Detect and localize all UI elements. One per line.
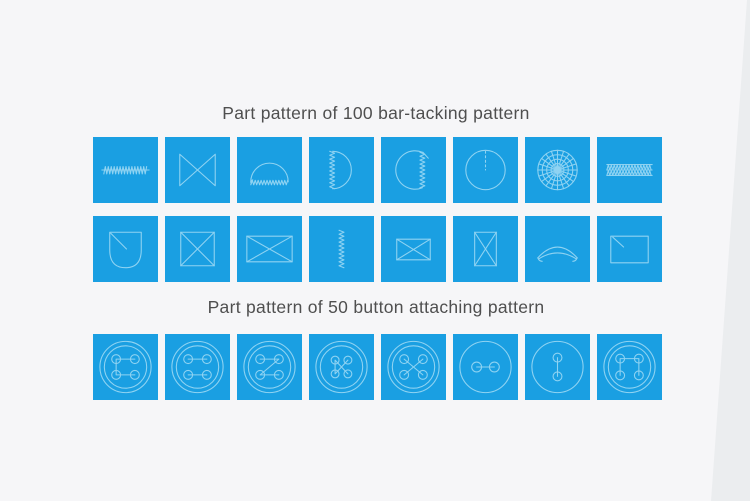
pattern-tile-tall-rectangle-cross[interactable] [453,216,518,282]
small-rectangle-cross-icon [396,238,431,261]
button-parallel-stitch-icon [171,340,224,394]
button-attaching-section-title: Part pattern of 50 button attaching patt… [207,297,545,317]
bartack-vertical-icon [338,229,345,269]
pattern-tile-bartack-horizontal[interactable] [93,137,158,203]
spiderweb-stitch-icon [537,149,578,191]
bar-tacking-tile-row-1 [93,137,662,203]
button-u-stitch-icon [603,340,656,394]
pattern-tile-button-cross-narrow-stitch[interactable] [309,334,374,400]
button-2hole-vertical-icon [531,340,584,394]
pattern-tile-button-u-stitch[interactable] [597,334,662,400]
semicircle-bartack-icon [250,162,289,186]
pattern-tile-open-circle-right-bartack[interactable] [381,137,446,203]
pattern-tile-semicircle-bartack[interactable] [237,137,302,203]
pattern-tile-circle-dashed-radius[interactable] [453,137,518,203]
button-2hole-horizontal-icon [459,340,512,394]
button-attaching-tile-row [93,334,662,400]
pattern-tile-button-square-stitch[interactable] [93,334,158,400]
button-z-stitch-icon [243,340,296,394]
rectangle-corner-mark-icon [610,235,649,264]
tall-rectangle-cross-icon [474,231,497,267]
pattern-tile-crescent-stitch[interactable] [525,216,590,282]
circle-dashed-radius-icon [465,149,506,191]
half-circle-left-bartack-icon [329,150,352,190]
pattern-tile-small-rectangle-cross[interactable] [381,216,446,282]
pattern-tile-button-2hole-horizontal[interactable] [453,334,518,400]
pattern-tile-pocket-outline[interactable] [93,216,158,282]
bar-tacking-section-title: Part pattern of 100 bar-tacking pattern [222,103,530,123]
bowtie-stitch-icon [179,153,216,187]
button-square-stitch-icon [99,340,152,394]
pattern-tile-rectangle-corner-mark[interactable] [597,216,662,282]
pattern-tile-double-zigzag-band[interactable] [597,137,662,203]
wide-rectangle-cross-icon [246,235,293,263]
bartack-horizontal-icon [101,166,150,175]
double-zigzag-band-icon [606,164,653,176]
pattern-tile-square-cross[interactable] [165,216,230,282]
pattern-tile-wide-rectangle-cross[interactable] [237,216,302,282]
bar-tacking-tile-row-2 [93,216,662,282]
button-cross-narrow-stitch-icon [315,340,368,394]
pattern-tile-button-2hole-vertical[interactable] [525,334,590,400]
crescent-stitch-icon [537,246,578,262]
pocket-outline-icon [109,231,142,269]
pattern-tile-button-z-stitch[interactable] [237,334,302,400]
pattern-tile-half-circle-left-bartack[interactable] [309,137,374,203]
pattern-tile-button-cross-stitch[interactable] [381,334,446,400]
open-circle-right-bartack-icon [395,150,429,190]
pattern-tile-spiderweb-stitch[interactable] [525,137,590,203]
square-cross-icon [180,231,215,267]
pattern-tile-button-parallel-stitch[interactable] [165,334,230,400]
pattern-tile-bartack-vertical[interactable] [309,216,374,282]
button-cross-stitch-icon [387,340,440,394]
pattern-tile-bowtie-stitch[interactable] [165,137,230,203]
